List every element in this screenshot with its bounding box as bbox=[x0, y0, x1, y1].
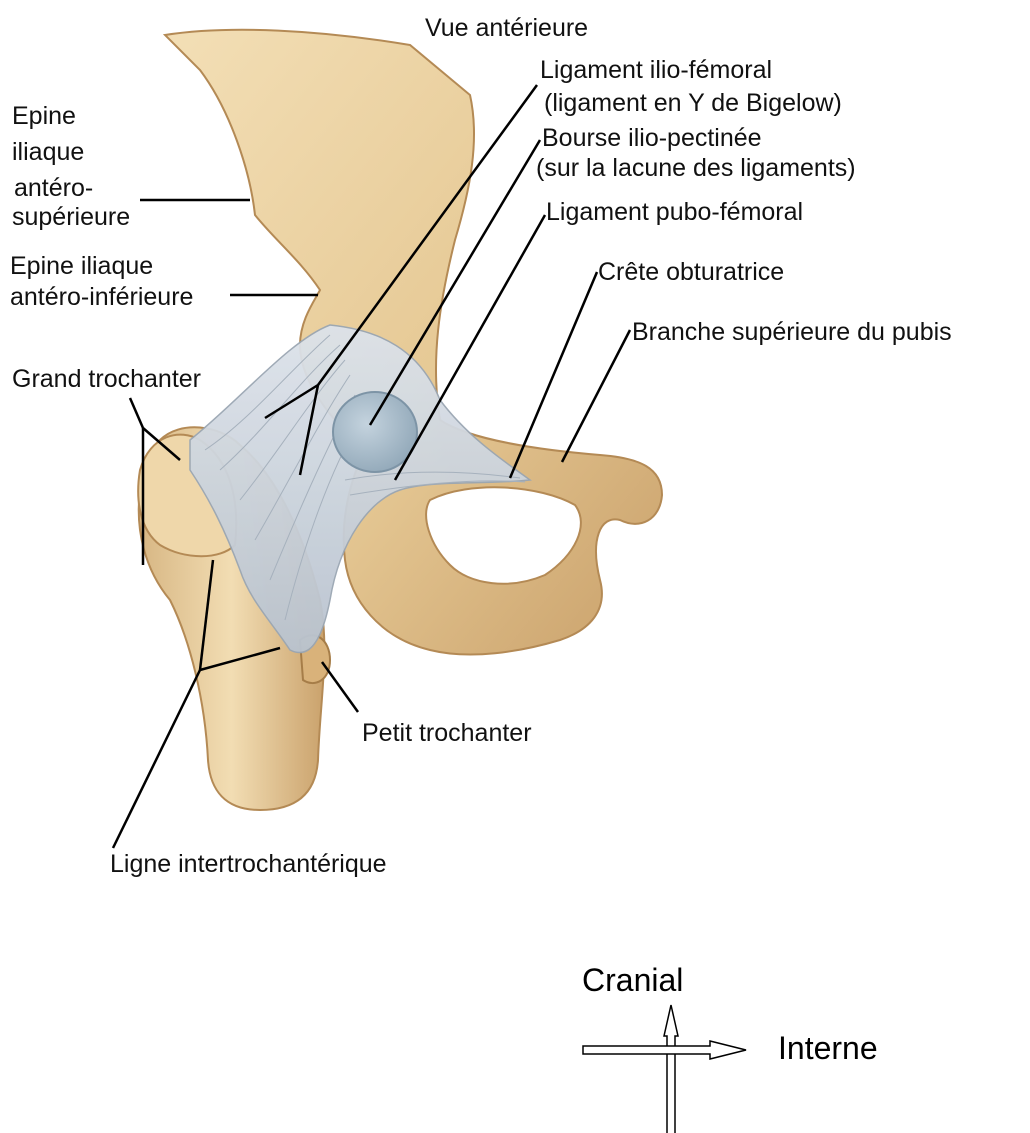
label-epine-inf-line2: antéro-inférieure bbox=[10, 283, 193, 312]
cranial-arrow-icon bbox=[664, 1005, 678, 1133]
label-grand-trochanter: Grand trochanter bbox=[12, 365, 201, 394]
label-ligne-intertrochanterique: Ligne intertrochantérique bbox=[110, 850, 387, 879]
orientation-arrows bbox=[583, 1005, 746, 1133]
label-ligament-pubofemoral: Ligament pubo-fémoral bbox=[546, 198, 803, 227]
label-interne: Interne bbox=[778, 1030, 878, 1067]
iliopectineal-bursa bbox=[333, 392, 417, 472]
label-cranial: Cranial bbox=[582, 962, 683, 999]
label-epine-sup-line2: iliaque bbox=[12, 138, 84, 167]
label-epine-sup-line3: antéro- bbox=[14, 174, 93, 203]
label-branche-pubis: Branche supérieure du pubis bbox=[632, 318, 952, 347]
label-epine-sup-line1: Epine bbox=[12, 102, 76, 131]
label-ligament-iliofemoral: Ligament ilio-fémoral bbox=[540, 56, 772, 85]
view-title: Vue antérieure bbox=[425, 14, 588, 43]
label-bourse-iliopectinee: Bourse ilio-pectinée bbox=[542, 124, 762, 153]
interne-arrow-icon bbox=[583, 1041, 746, 1059]
label-epine-inf-line1: Epine iliaque bbox=[10, 252, 153, 281]
label-ligament-iliofemoral-sub: (ligament en Y de Bigelow) bbox=[544, 89, 842, 118]
label-petit-trochanter: Petit trochanter bbox=[362, 719, 532, 748]
label-bourse-iliopectinee-sub: (sur la lacune des ligaments) bbox=[536, 154, 856, 183]
label-crete-obturatrice: Crête obturatrice bbox=[598, 258, 784, 287]
label-epine-sup-line4: supérieure bbox=[12, 203, 130, 232]
